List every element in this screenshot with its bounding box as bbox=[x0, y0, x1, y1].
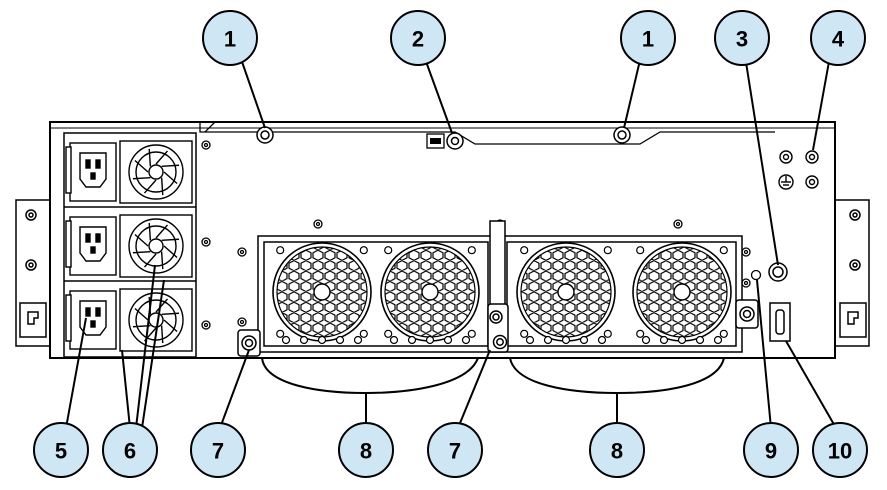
psu-fan-icon bbox=[119, 214, 193, 278]
callout-8-right: 8 bbox=[589, 422, 645, 478]
callout-3: 3 bbox=[714, 10, 770, 66]
callout-10: 10 bbox=[812, 422, 868, 478]
callout-4-label: 4 bbox=[832, 27, 845, 52]
chassis-screw-right bbox=[613, 126, 631, 144]
mount-hole bbox=[741, 247, 751, 257]
thumbscrew-middle bbox=[487, 303, 509, 353]
mount-hole bbox=[201, 320, 211, 330]
thumbscrew-right bbox=[735, 299, 759, 329]
callout-7-left-label: 7 bbox=[212, 439, 224, 464]
callout-9-label: 9 bbox=[765, 439, 777, 464]
rack-ear-right bbox=[834, 199, 870, 347]
ground-symbol-icon bbox=[778, 174, 794, 190]
mount-hole bbox=[313, 219, 323, 229]
callout-1-left-label: 1 bbox=[224, 27, 236, 52]
callout-3-label: 3 bbox=[736, 27, 748, 52]
psu-fan-icon bbox=[119, 140, 193, 204]
mount-hole bbox=[237, 317, 247, 327]
rack-ear-left bbox=[15, 199, 51, 347]
callout-5-label: 5 bbox=[55, 439, 67, 464]
ground-screw-icon bbox=[446, 132, 464, 150]
callout-6-label: 6 bbox=[124, 439, 136, 464]
leader-lines bbox=[65, 55, 837, 429]
power-switch[interactable] bbox=[769, 302, 791, 342]
system-fan-grille-icon bbox=[632, 242, 732, 345]
callout-6: 6 bbox=[102, 422, 158, 478]
mount-hole bbox=[237, 247, 247, 257]
mount-hole bbox=[201, 140, 211, 150]
mount-hole bbox=[741, 278, 751, 288]
reset-button[interactable] bbox=[768, 262, 788, 282]
chassis-screw-left bbox=[256, 126, 274, 144]
mount-hole bbox=[201, 237, 211, 247]
fan-group-brace-right bbox=[509, 357, 725, 395]
callout-8-right-label: 8 bbox=[611, 439, 623, 464]
callout-1-left: 1 bbox=[202, 10, 258, 66]
callout-1-right: 1 bbox=[620, 10, 676, 66]
callout-8-left: 8 bbox=[338, 422, 394, 478]
callout-7-left: 7 bbox=[190, 422, 246, 478]
callout-7-right: 7 bbox=[427, 422, 483, 478]
system-fan-grille-icon bbox=[516, 242, 616, 345]
psu-unit bbox=[65, 288, 193, 352]
callout-2-label: 2 bbox=[412, 27, 424, 52]
callout-9: 9 bbox=[743, 422, 799, 478]
psu-unit bbox=[65, 214, 193, 278]
callout-4: 4 bbox=[810, 10, 866, 66]
callout-2: 2 bbox=[390, 10, 446, 66]
psu-fan-icon bbox=[119, 288, 193, 352]
power-inlet-icon[interactable] bbox=[69, 290, 117, 350]
power-inlet-icon[interactable] bbox=[69, 216, 117, 276]
power-inlet-icon[interactable] bbox=[69, 142, 117, 202]
callout-7-right-label: 7 bbox=[449, 439, 461, 464]
mount-hole bbox=[673, 219, 683, 229]
thumbscrew-left bbox=[237, 329, 261, 357]
status-led-icon bbox=[750, 269, 762, 281]
ground-terminals bbox=[779, 150, 819, 189]
callout-5: 5 bbox=[33, 422, 89, 478]
callout-8-left-label: 8 bbox=[360, 439, 372, 464]
serial-badge bbox=[426, 133, 445, 149]
psu-unit bbox=[65, 140, 193, 204]
callout-1-right-label: 1 bbox=[642, 27, 654, 52]
callout-10-label: 10 bbox=[828, 439, 852, 464]
system-fan-grille-icon bbox=[380, 242, 480, 345]
fan-group-brace-left bbox=[261, 357, 479, 395]
system-fan-grille-icon bbox=[272, 242, 372, 345]
